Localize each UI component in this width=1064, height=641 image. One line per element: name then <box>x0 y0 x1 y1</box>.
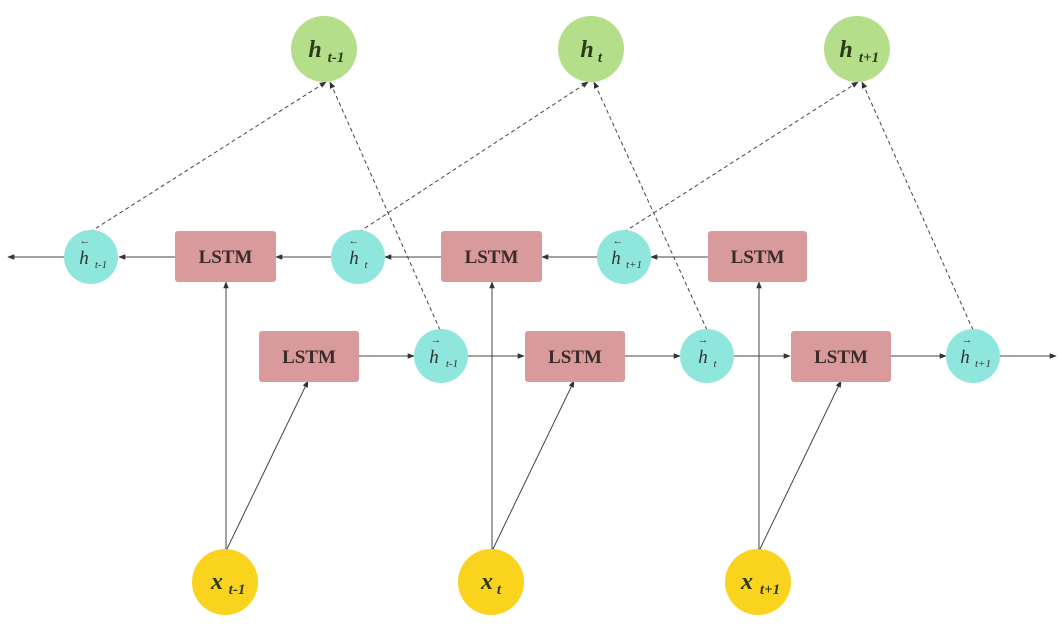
input-node-t: x t <box>458 549 524 615</box>
backward-hidden-state-tm1: ← h t-1 <box>64 230 118 284</box>
input-main: x <box>740 569 753 595</box>
hidden-accent: ← <box>349 235 360 247</box>
forward-hidden-state-t: → h t <box>680 329 734 383</box>
lstm-cell-bwd-2 <box>441 231 542 282</box>
edge-x-tp1-to-fwd-lstm <box>758 380 842 552</box>
hidden-accent: → <box>431 334 442 346</box>
forward-hidden-states: → h t-1 → h t → h t+1 <box>414 329 1000 383</box>
output-circle <box>824 16 890 82</box>
hidden-node <box>64 230 118 284</box>
output-sub: t+1 <box>859 50 879 66</box>
edge-fwd-tm1-to-out-tm1 <box>329 81 441 331</box>
output-circle <box>558 16 624 82</box>
input-circle <box>725 549 791 615</box>
dashed-edges <box>89 81 974 331</box>
edge-bwd-t-to-out-t <box>358 81 589 233</box>
lstm-label: LSTM <box>731 247 785 268</box>
input-sub: t+1 <box>760 582 780 598</box>
edge-x-t-to-fwd-lstm <box>491 380 575 552</box>
lstm-cell-fwd-3 <box>791 331 891 382</box>
lstm-cell-bwd-1 <box>175 231 276 282</box>
output-nodes: h t-1 h t h t+1 <box>291 16 890 82</box>
hidden-node <box>680 329 734 383</box>
hidden-node <box>946 329 1000 383</box>
hidden-main: h <box>698 347 708 368</box>
input-main: x <box>210 569 223 595</box>
lstm-cell-bwd-3 <box>708 231 807 282</box>
hidden-sub: t <box>713 358 717 370</box>
forward-hidden-state-tp1: → h t+1 <box>946 329 1000 383</box>
lstm-cell-fwd-2 <box>525 331 625 382</box>
input-main: x <box>480 569 493 595</box>
backward-hidden-state-tp1: ← h t+1 <box>597 230 651 284</box>
lstm-cell-fwd-1 <box>259 331 359 382</box>
hidden-accent: → <box>962 334 973 346</box>
output-circle <box>291 16 357 82</box>
hidden-main: h <box>79 248 89 269</box>
edge-x-tm1-to-fwd-lstm <box>225 380 309 552</box>
input-node-tp1: x t+1 <box>725 549 791 615</box>
forward-hidden-state-tm1: → h t-1 <box>414 329 468 383</box>
input-node-tm1: x t-1 <box>192 549 258 615</box>
input-sub: t-1 <box>229 582 246 598</box>
edge-fwd-tp1-to-out-tp1 <box>861 81 974 331</box>
hidden-main: h <box>429 347 439 368</box>
forward-lstm-row: LSTM LSTM LSTM <box>259 331 891 382</box>
output-sub: t <box>598 50 603 66</box>
output-node-t: h t <box>558 16 624 82</box>
edge-fwd-t-to-out-t <box>593 81 708 331</box>
hidden-sub: t <box>364 259 368 271</box>
output-main: h <box>839 37 852 63</box>
hidden-main: h <box>349 248 359 269</box>
backward-hidden-state-t: ← h t <box>331 230 385 284</box>
solid-edges <box>7 254 1057 552</box>
lstm-label: LSTM <box>282 347 336 368</box>
hidden-sub: t+1 <box>626 259 642 271</box>
lstm-label: LSTM <box>199 247 253 268</box>
hidden-accent: ← <box>613 235 624 247</box>
edge-bwd-tp1-to-out-tp1 <box>623 81 859 233</box>
edge-bwd-tm1-to-out-tm1 <box>89 81 327 233</box>
output-node-tm1: h t-1 <box>291 16 357 82</box>
lstm-label: LSTM <box>548 347 602 368</box>
hidden-sub: t-1 <box>446 358 458 370</box>
lstm-label: LSTM <box>814 347 868 368</box>
input-circle <box>458 549 524 615</box>
input-circle <box>192 549 258 615</box>
hidden-node <box>331 230 385 284</box>
backward-hidden-states: ← h t-1 ← h t ← h t+1 <box>64 230 651 284</box>
hidden-sub: t-1 <box>95 259 107 271</box>
hidden-main: h <box>611 248 621 269</box>
hidden-accent: ← <box>80 235 91 247</box>
hidden-accent: → <box>698 334 709 346</box>
output-main: h <box>580 37 593 63</box>
hidden-node <box>414 329 468 383</box>
input-nodes: x t-1 x t x t+1 <box>192 549 791 615</box>
hidden-sub: t+1 <box>975 358 991 370</box>
hidden-node <box>597 230 651 284</box>
output-node-tp1: h t+1 <box>824 16 890 82</box>
output-main: h <box>308 37 321 63</box>
output-sub: t-1 <box>328 50 345 66</box>
input-sub: t <box>497 582 502 598</box>
hidden-main: h <box>960 347 970 368</box>
backward-lstm-row: LSTM LSTM LSTM <box>175 231 807 282</box>
lstm-label: LSTM <box>465 247 519 268</box>
